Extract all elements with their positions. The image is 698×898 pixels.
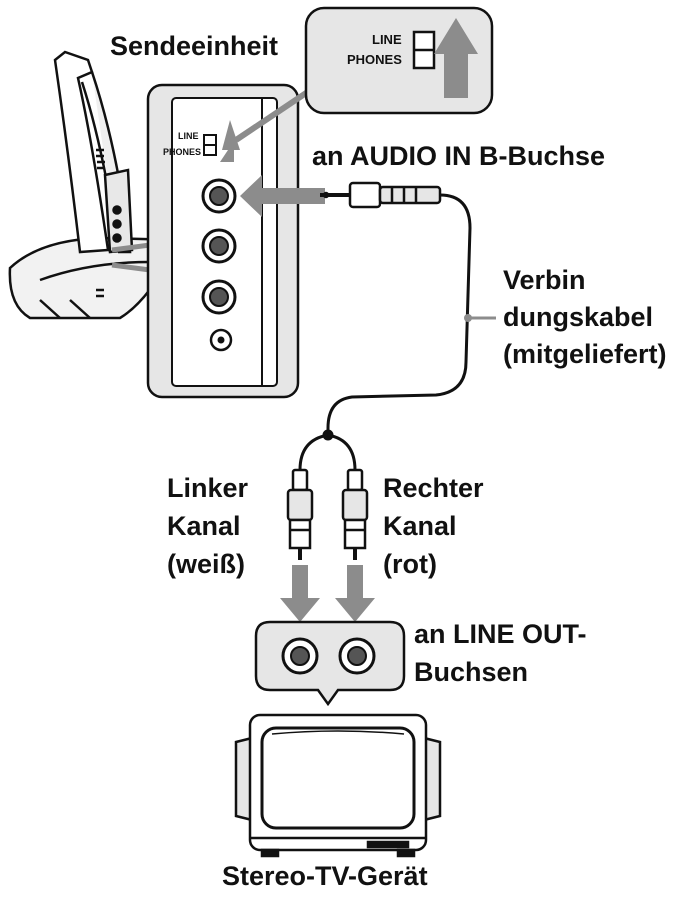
arrow-to-audio-in <box>240 175 325 217</box>
connection-cable <box>326 193 472 435</box>
transmitter-unit <box>8 50 182 320</box>
zoom-callout <box>111 242 151 273</box>
left-channel-line1: Linker <box>167 473 249 503</box>
stereo-tv <box>234 713 442 858</box>
line-out-label-line1: an LINE OUT- <box>414 619 587 649</box>
left-channel-line3: (weiß) <box>167 549 245 579</box>
right-channel-line1: Rechter <box>383 473 484 503</box>
jack-3 <box>201 279 237 315</box>
transmitter-label: Sendeeinheit <box>110 31 279 61</box>
switch-callout-phones-label: PHONES <box>347 52 402 67</box>
jack-2 <box>201 228 237 264</box>
cable-label-line2: dungskabel <box>503 302 654 332</box>
jack-dc-in <box>209 328 233 352</box>
rear-panel <box>146 83 300 399</box>
panel-phones-label: PHONES <box>163 147 202 157</box>
arrow-down-left <box>280 565 320 622</box>
cable-split <box>298 429 357 471</box>
cable-label-line1: Verbin <box>503 265 586 295</box>
line-out-panel <box>254 620 406 707</box>
switch-up-arrow <box>434 18 478 98</box>
cable-label-dot <box>464 314 472 322</box>
right-channel-line2: Kanal <box>383 511 457 541</box>
right-channel-line3: (rot) <box>383 549 437 579</box>
switch-zoom-line <box>234 82 320 143</box>
mini-plug <box>320 181 442 209</box>
switch-callout <box>304 6 494 115</box>
switch-callout-line-label: LINE <box>372 32 402 47</box>
arrow-down-right <box>335 565 375 622</box>
switch-up-arrow-small <box>220 120 240 162</box>
jack-line-out-right <box>338 637 376 675</box>
left-channel-line2: Kanal <box>167 511 241 541</box>
audio-in-label: an AUDIO IN B-Buchse <box>312 141 606 171</box>
panel-line-label: LINE <box>178 131 199 141</box>
line-out-label-line2: Buchsen <box>414 657 529 687</box>
jack-audio-in <box>201 178 237 214</box>
rca-plug-right <box>341 468 369 560</box>
jack-line-out-left <box>281 637 319 675</box>
rca-plug-left <box>286 468 314 560</box>
tv-label: Stereo-TV-Gerät <box>222 861 428 891</box>
cable-label-line3: (mitgeliefert) <box>503 339 667 369</box>
